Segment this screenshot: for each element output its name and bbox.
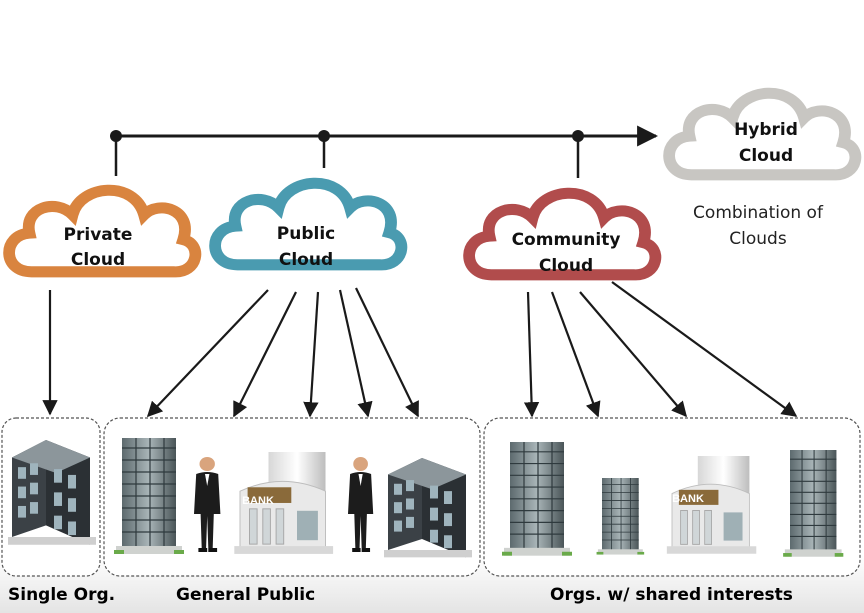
- hybrid-cloud-line1: Hybrid: [734, 120, 798, 140]
- community-cloud-line2: Cloud: [539, 256, 593, 276]
- private-cloud-line2: Cloud: [71, 250, 125, 270]
- single-org-label: Single Org.: [8, 585, 115, 605]
- arrows: [42, 281, 798, 418]
- arrow-public-3: [303, 291, 320, 418]
- bank-sign: BANK: [672, 493, 704, 505]
- public-cloud-line2: Cloud: [279, 250, 333, 270]
- small-tower-icon: [596, 477, 645, 555]
- arrow-community-2: [550, 291, 601, 418]
- bank-sign: BANK: [242, 495, 274, 507]
- tower-building-icon: [501, 441, 573, 557]
- arrow-public-1: [146, 289, 269, 418]
- tower-building-icon: [113, 437, 185, 555]
- public-cloud-line1: Public: [277, 224, 335, 244]
- arrow-public-2: [233, 291, 297, 418]
- arrow-community-1: [523, 291, 540, 418]
- arrow-community-3: [579, 291, 688, 418]
- hybrid-description-line1: Combination of: [693, 203, 824, 223]
- hybrid-cloud-line2: Cloud: [739, 146, 793, 166]
- general-public-label: General Public: [176, 585, 315, 605]
- hybrid-description-line2: Clouds: [729, 229, 787, 249]
- arrow-public-5: [355, 287, 419, 418]
- arrow-public-4: [338, 289, 373, 418]
- arrow-community-4: [611, 281, 798, 417]
- tower-building-icon: [782, 449, 844, 558]
- shared-interest-label: Orgs. w/ shared interests: [550, 585, 793, 605]
- private-cloud-line1: Private: [64, 225, 133, 245]
- community-cloud-line1: Community: [512, 230, 621, 250]
